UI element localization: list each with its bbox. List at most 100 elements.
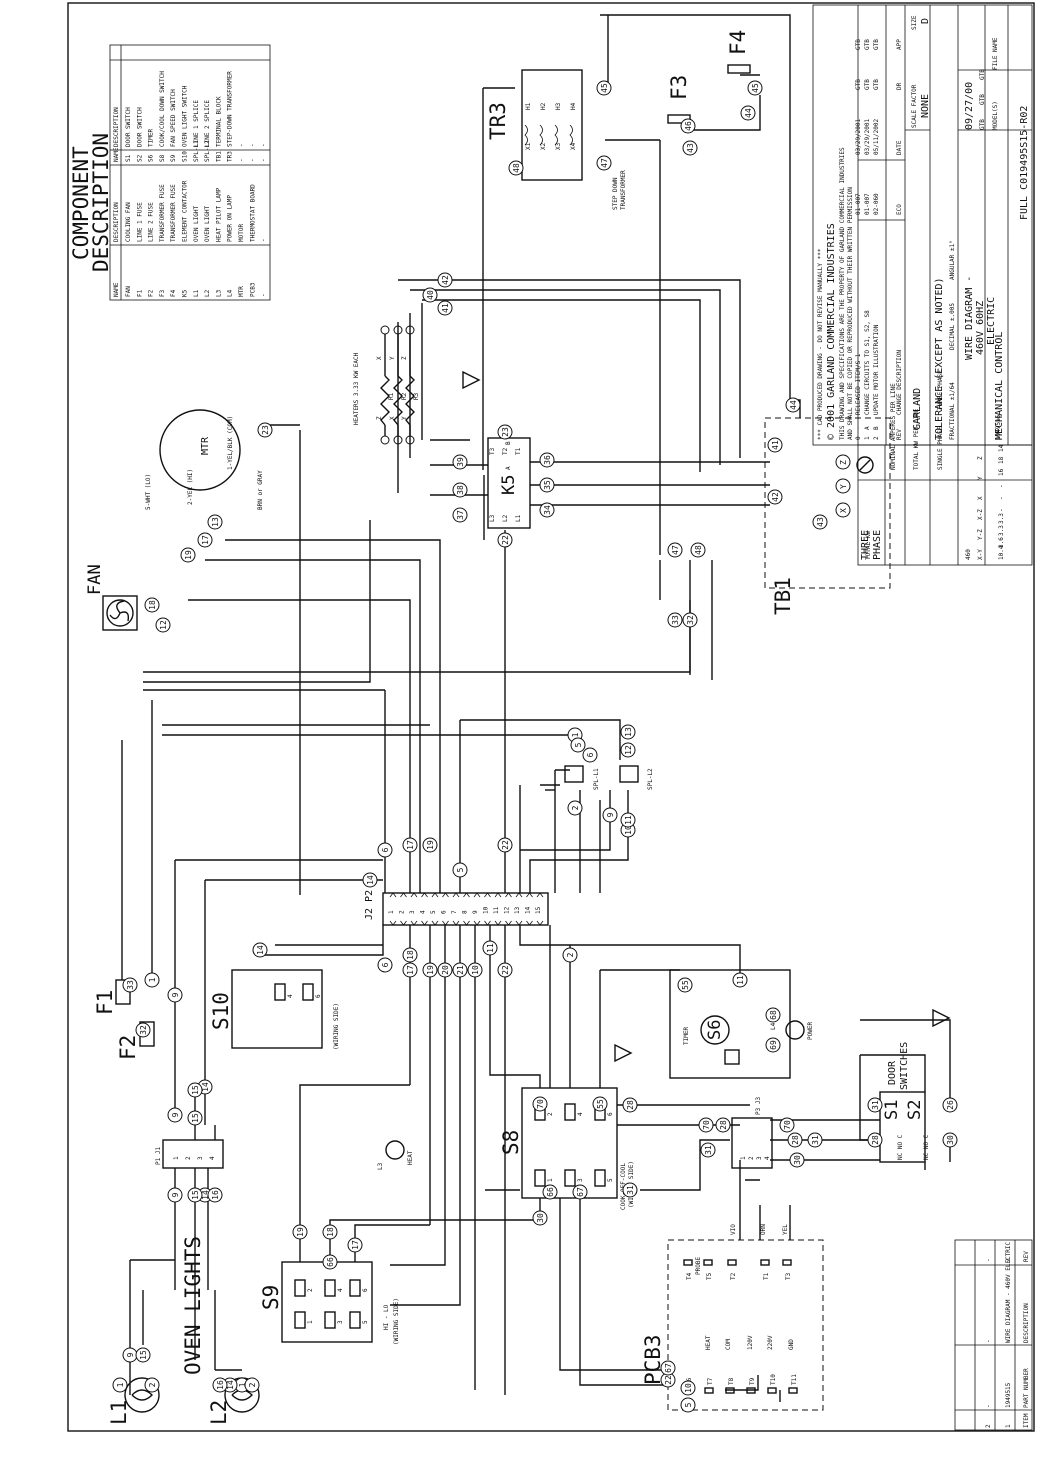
pcb3-terminal: T7 [707, 1377, 714, 1385]
svg-text:FILE NAME: FILE NAME [992, 37, 999, 70]
s9-pin: 4 [337, 1288, 344, 1292]
p3-pin: 4 [764, 1156, 771, 1160]
component-table-cell: OVEN LIGHT [193, 205, 200, 242]
wire-number-circle [680, 118, 696, 134]
parts-cell: - [985, 1404, 992, 1408]
wire-number: 5 [684, 1402, 693, 1407]
svg-text:NC NO C: NC NO C [897, 1134, 904, 1160]
wire-number: 30 [793, 1155, 802, 1165]
wire-number: 55 [596, 1099, 605, 1109]
wire-number-circle [690, 542, 706, 558]
j2-pin: 1 [388, 910, 395, 914]
rev-cell: 05/11/2002 [873, 118, 880, 155]
svg-text:D: D [920, 18, 931, 24]
wire-number: 43 [816, 517, 825, 527]
sheet-border [67, 2, 1035, 1432]
component-table-cell: L1 [193, 289, 200, 297]
wire-number: 14 [256, 945, 265, 955]
wire-number-circle [785, 397, 801, 413]
amperes-col: X-Z [977, 509, 984, 520]
component-table-cell: - [249, 143, 256, 147]
rev-cell: 01-007 [864, 193, 871, 215]
wire-number: 2 [571, 805, 580, 810]
component-table-cell: DOOR SWITCH [125, 107, 132, 147]
svg-text:FAN: FAN [85, 564, 105, 595]
wire-number: 9 [126, 1352, 135, 1357]
tr3-terminal: H4 [570, 102, 577, 110]
wire-number: 28 [719, 1120, 728, 1130]
component-table-cell: - [261, 158, 268, 162]
wire-number-circle [942, 1132, 958, 1148]
amperes-cell: 10.4 [998, 545, 1005, 560]
amperes-col: Y-Z [977, 529, 984, 540]
wire-number: 70 [783, 1120, 792, 1130]
svg-text:WIRE DIAGRAM -: WIRE DIAGRAM - [964, 276, 975, 360]
wire-number-circle [437, 962, 453, 978]
component-table-cell: LINE 2 FUSE [148, 202, 155, 242]
component-table: NAMEDESCRIPTIONNAMEDESCRIPTIONFANCOOLING… [109, 44, 271, 301]
svg-text:PCB3: PCB3 [641, 1334, 665, 1385]
wire-number-circle [867, 1132, 883, 1148]
wire-number-circle [167, 1187, 183, 1203]
wire-number-circle [698, 1117, 714, 1133]
amperes-table: TOTAL KW NOMINAL AMPERES PER LINE TOTAL … [857, 370, 1033, 566]
rev-cell: 1 [864, 436, 871, 440]
amperes-cell: - [998, 496, 1005, 500]
wire-number: 9 [171, 1192, 180, 1197]
wire-number: 17 [201, 535, 210, 545]
svg-text:FRACTIONAL ±1/64: FRACTIONAL ±1/64 [949, 382, 956, 440]
wire-number: 13 [624, 727, 633, 737]
wire-number-circle [452, 507, 468, 523]
wire-number-circle [740, 105, 756, 121]
svg-text:TOTAL KW: TOTAL KW [865, 531, 872, 560]
svg-text:SWITCHES: SWITCHES [899, 1042, 910, 1090]
wire-number: 11 [486, 943, 495, 953]
svg-text:P1 J1: P1 J1 [155, 1147, 162, 1165]
wire-number: 14 [226, 1380, 235, 1390]
wire-number-circle [452, 862, 468, 878]
svg-text:ANGULAR ±1°: ANGULAR ±1° [949, 240, 956, 280]
rev-cell: - [855, 426, 862, 430]
wire-number-circle [452, 482, 468, 498]
wire-number: 36 [543, 455, 552, 465]
amperes-col: Y [977, 476, 984, 480]
wire-number: 10 [684, 1383, 693, 1393]
wire-number-circle [437, 272, 453, 288]
warning-triangles [462, 370, 951, 1063]
wire-number-circle [497, 962, 513, 978]
wire-number-circle [497, 532, 513, 548]
wire-number: 14 [366, 875, 375, 885]
svg-text:OVEN LIGHTS: OVEN LIGHTS [181, 1236, 205, 1375]
wire-number-circle [767, 489, 783, 505]
rev-cell: 01-007 [855, 193, 862, 215]
wire-number: 31 [704, 1145, 713, 1155]
rev-cell: 02-060 [873, 193, 880, 215]
rev-header: ECO [896, 204, 903, 215]
svg-text:220V: 220V [767, 1335, 774, 1350]
wire-number: 44 [744, 108, 753, 118]
amperes-col: X-Y [977, 549, 984, 560]
wire-number: 48 [512, 163, 521, 173]
heater-label: X [376, 356, 383, 360]
wire-number: 17 [406, 965, 415, 975]
component-table-cell: ELEMENT CONTACTOR [182, 180, 189, 242]
j2-pin: 2 [399, 910, 406, 914]
k5-terminal: A [505, 466, 512, 470]
wire-number-circle [187, 1110, 203, 1126]
svg-text:(WIRING SIDE): (WIRING SIDE) [333, 1003, 340, 1050]
svg-text:S9: S9 [259, 1285, 283, 1310]
svg-text:PROBE: PROBE [695, 1257, 702, 1275]
component-table-cell: S6 [148, 154, 155, 162]
rev-header: DR [896, 82, 903, 90]
j2-pin: 15 [535, 906, 542, 914]
svg-text:ELECTRIC: ELECTRIC [986, 297, 997, 345]
fan-symbol: FAN [85, 564, 138, 631]
wire-number: 10 [471, 965, 480, 975]
wire-number: 42 [441, 275, 450, 285]
wire-number-circle [452, 454, 468, 470]
